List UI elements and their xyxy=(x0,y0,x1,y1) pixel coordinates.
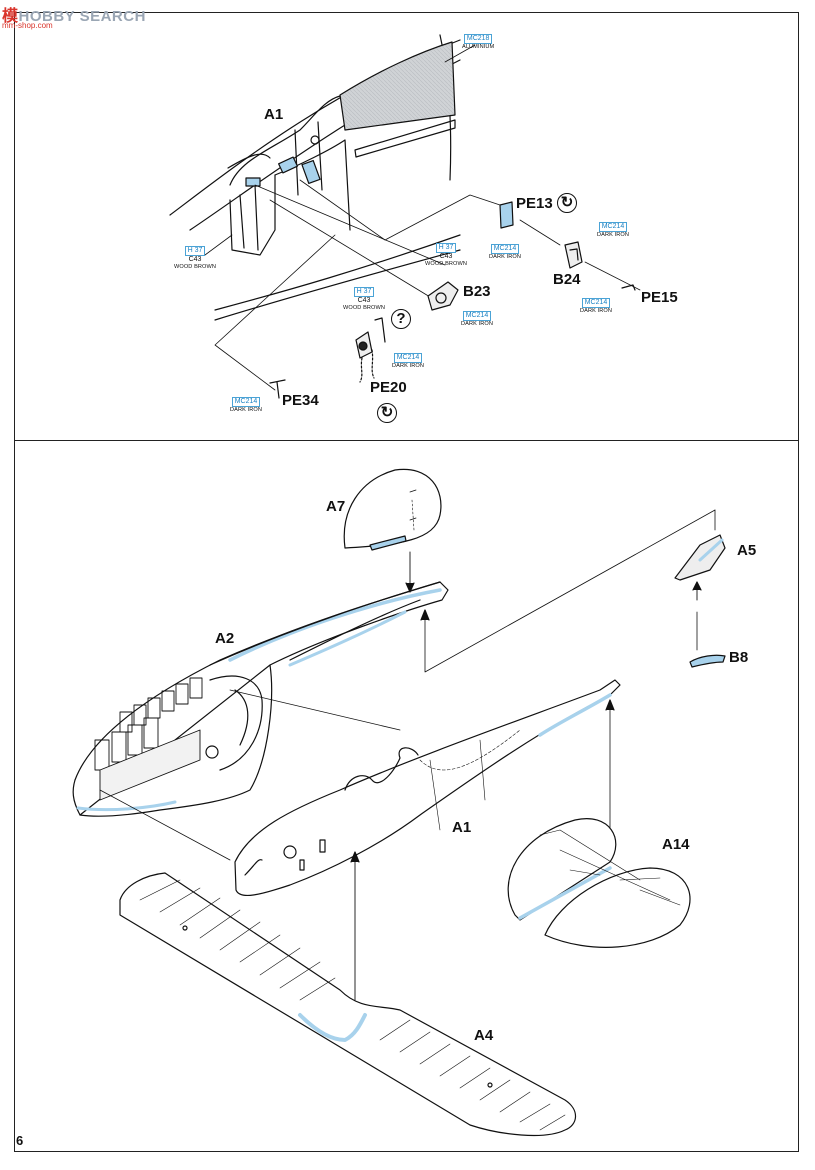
paint-code: MC214 xyxy=(231,397,261,408)
paint-name: DARK IRON xyxy=(580,308,612,315)
label-pe15: PE15 xyxy=(641,289,678,306)
part-b24-shape xyxy=(564,241,583,269)
label-a5: A5 xyxy=(737,542,757,559)
paint-name: WOOD BROWN xyxy=(174,264,217,271)
paint-code: MC214 xyxy=(490,244,520,255)
part-pe20-shape xyxy=(355,317,386,383)
callout-mc214-pe13: MC214 DARK IRON xyxy=(489,244,521,260)
paint-name: DARK IRON xyxy=(461,321,493,328)
callout-mc214-pe20: MC214 DARK IRON xyxy=(392,353,424,369)
label-pe13: PE13 xyxy=(516,195,553,212)
part-pe13-shape xyxy=(499,201,514,229)
page-frame xyxy=(14,12,799,1152)
paint-name: WOOD BROWN xyxy=(425,261,468,268)
label-b23: B23 xyxy=(463,283,491,300)
paint-code: MC214 xyxy=(598,222,628,233)
paint-code: MC214 xyxy=(462,311,492,322)
watermark-sub: mm-shop.com xyxy=(2,21,53,30)
paint-code: MC214 xyxy=(393,353,423,364)
paint-sub: C43 xyxy=(357,297,371,305)
paint-code: H 37 xyxy=(353,287,375,298)
label-a1-bottom: A1 xyxy=(452,819,472,836)
part-a1-shape xyxy=(234,679,621,1011)
label-b8: B8 xyxy=(729,649,749,666)
paint-name: DARK IRON xyxy=(392,363,424,370)
part-pe15-shape xyxy=(621,284,636,291)
watermark: 模HOBBY SEARCH mm-shop.com xyxy=(2,2,146,30)
part-a14-shape xyxy=(507,818,691,948)
label-a2: A2 xyxy=(215,630,235,647)
part-a5-shape xyxy=(674,509,726,651)
fuselage-side-detail xyxy=(169,34,641,391)
label-a4: A4 xyxy=(474,1027,494,1044)
watermark-cn: 模 xyxy=(2,8,19,25)
paint-name: DARK IRON xyxy=(489,254,521,261)
callout-mc218: MC218 ALUMINIUM xyxy=(462,34,494,50)
part-b23-shape xyxy=(427,281,459,311)
callout-mc214-pe15: MC214 DARK IRON xyxy=(580,298,612,314)
callout-mc214-pe34: MC214 DARK IRON xyxy=(230,397,262,413)
callout-h37-left: H 37 C43 WOOD BROWN xyxy=(174,246,216,271)
paint-name: DARK IRON xyxy=(230,407,262,414)
callout-mc214-b23: MC214 DARK IRON xyxy=(461,311,493,327)
label-a1-top: A1 xyxy=(264,106,284,123)
page-number: 6 xyxy=(16,1133,24,1148)
label-pe20: PE20 xyxy=(370,379,407,396)
paint-code: MC214 xyxy=(581,298,611,309)
callout-mc214-b24: MC214 DARK IRON xyxy=(597,222,629,238)
part-pe34-shape xyxy=(269,379,286,399)
paint-code: H 37 xyxy=(435,243,457,254)
callout-h37-pe20: H 37 C43 WOOD BROWN xyxy=(343,287,385,312)
paint-name: DARK IRON xyxy=(597,232,629,239)
part-a2-shape xyxy=(72,509,716,861)
label-a7: A7 xyxy=(326,498,346,515)
paint-code: H 37 xyxy=(184,246,206,257)
part-a7-shape xyxy=(343,468,442,593)
paint-name: WOOD BROWN xyxy=(343,305,386,312)
paint-sub: C43 xyxy=(439,253,453,261)
label-pe34: PE34 xyxy=(282,392,319,409)
paint-name: ALUMINIUM xyxy=(462,44,495,51)
flip-icon: ↻ xyxy=(557,193,577,213)
label-b24: B24 xyxy=(553,271,581,288)
step-divider xyxy=(14,440,799,441)
label-a14: A14 xyxy=(662,836,690,853)
paint-code: MC218 xyxy=(463,34,493,45)
question-icon: ? xyxy=(391,309,411,329)
part-a4-shape xyxy=(119,872,577,1137)
paint-sub: C43 xyxy=(188,256,202,264)
watermark-text: HOBBY SEARCH xyxy=(18,8,146,25)
flip-icon: ↻ xyxy=(377,403,397,423)
callout-h37-mid: H 37 C43 WOOD BROWN xyxy=(425,243,467,268)
part-b8-shape xyxy=(689,654,726,668)
